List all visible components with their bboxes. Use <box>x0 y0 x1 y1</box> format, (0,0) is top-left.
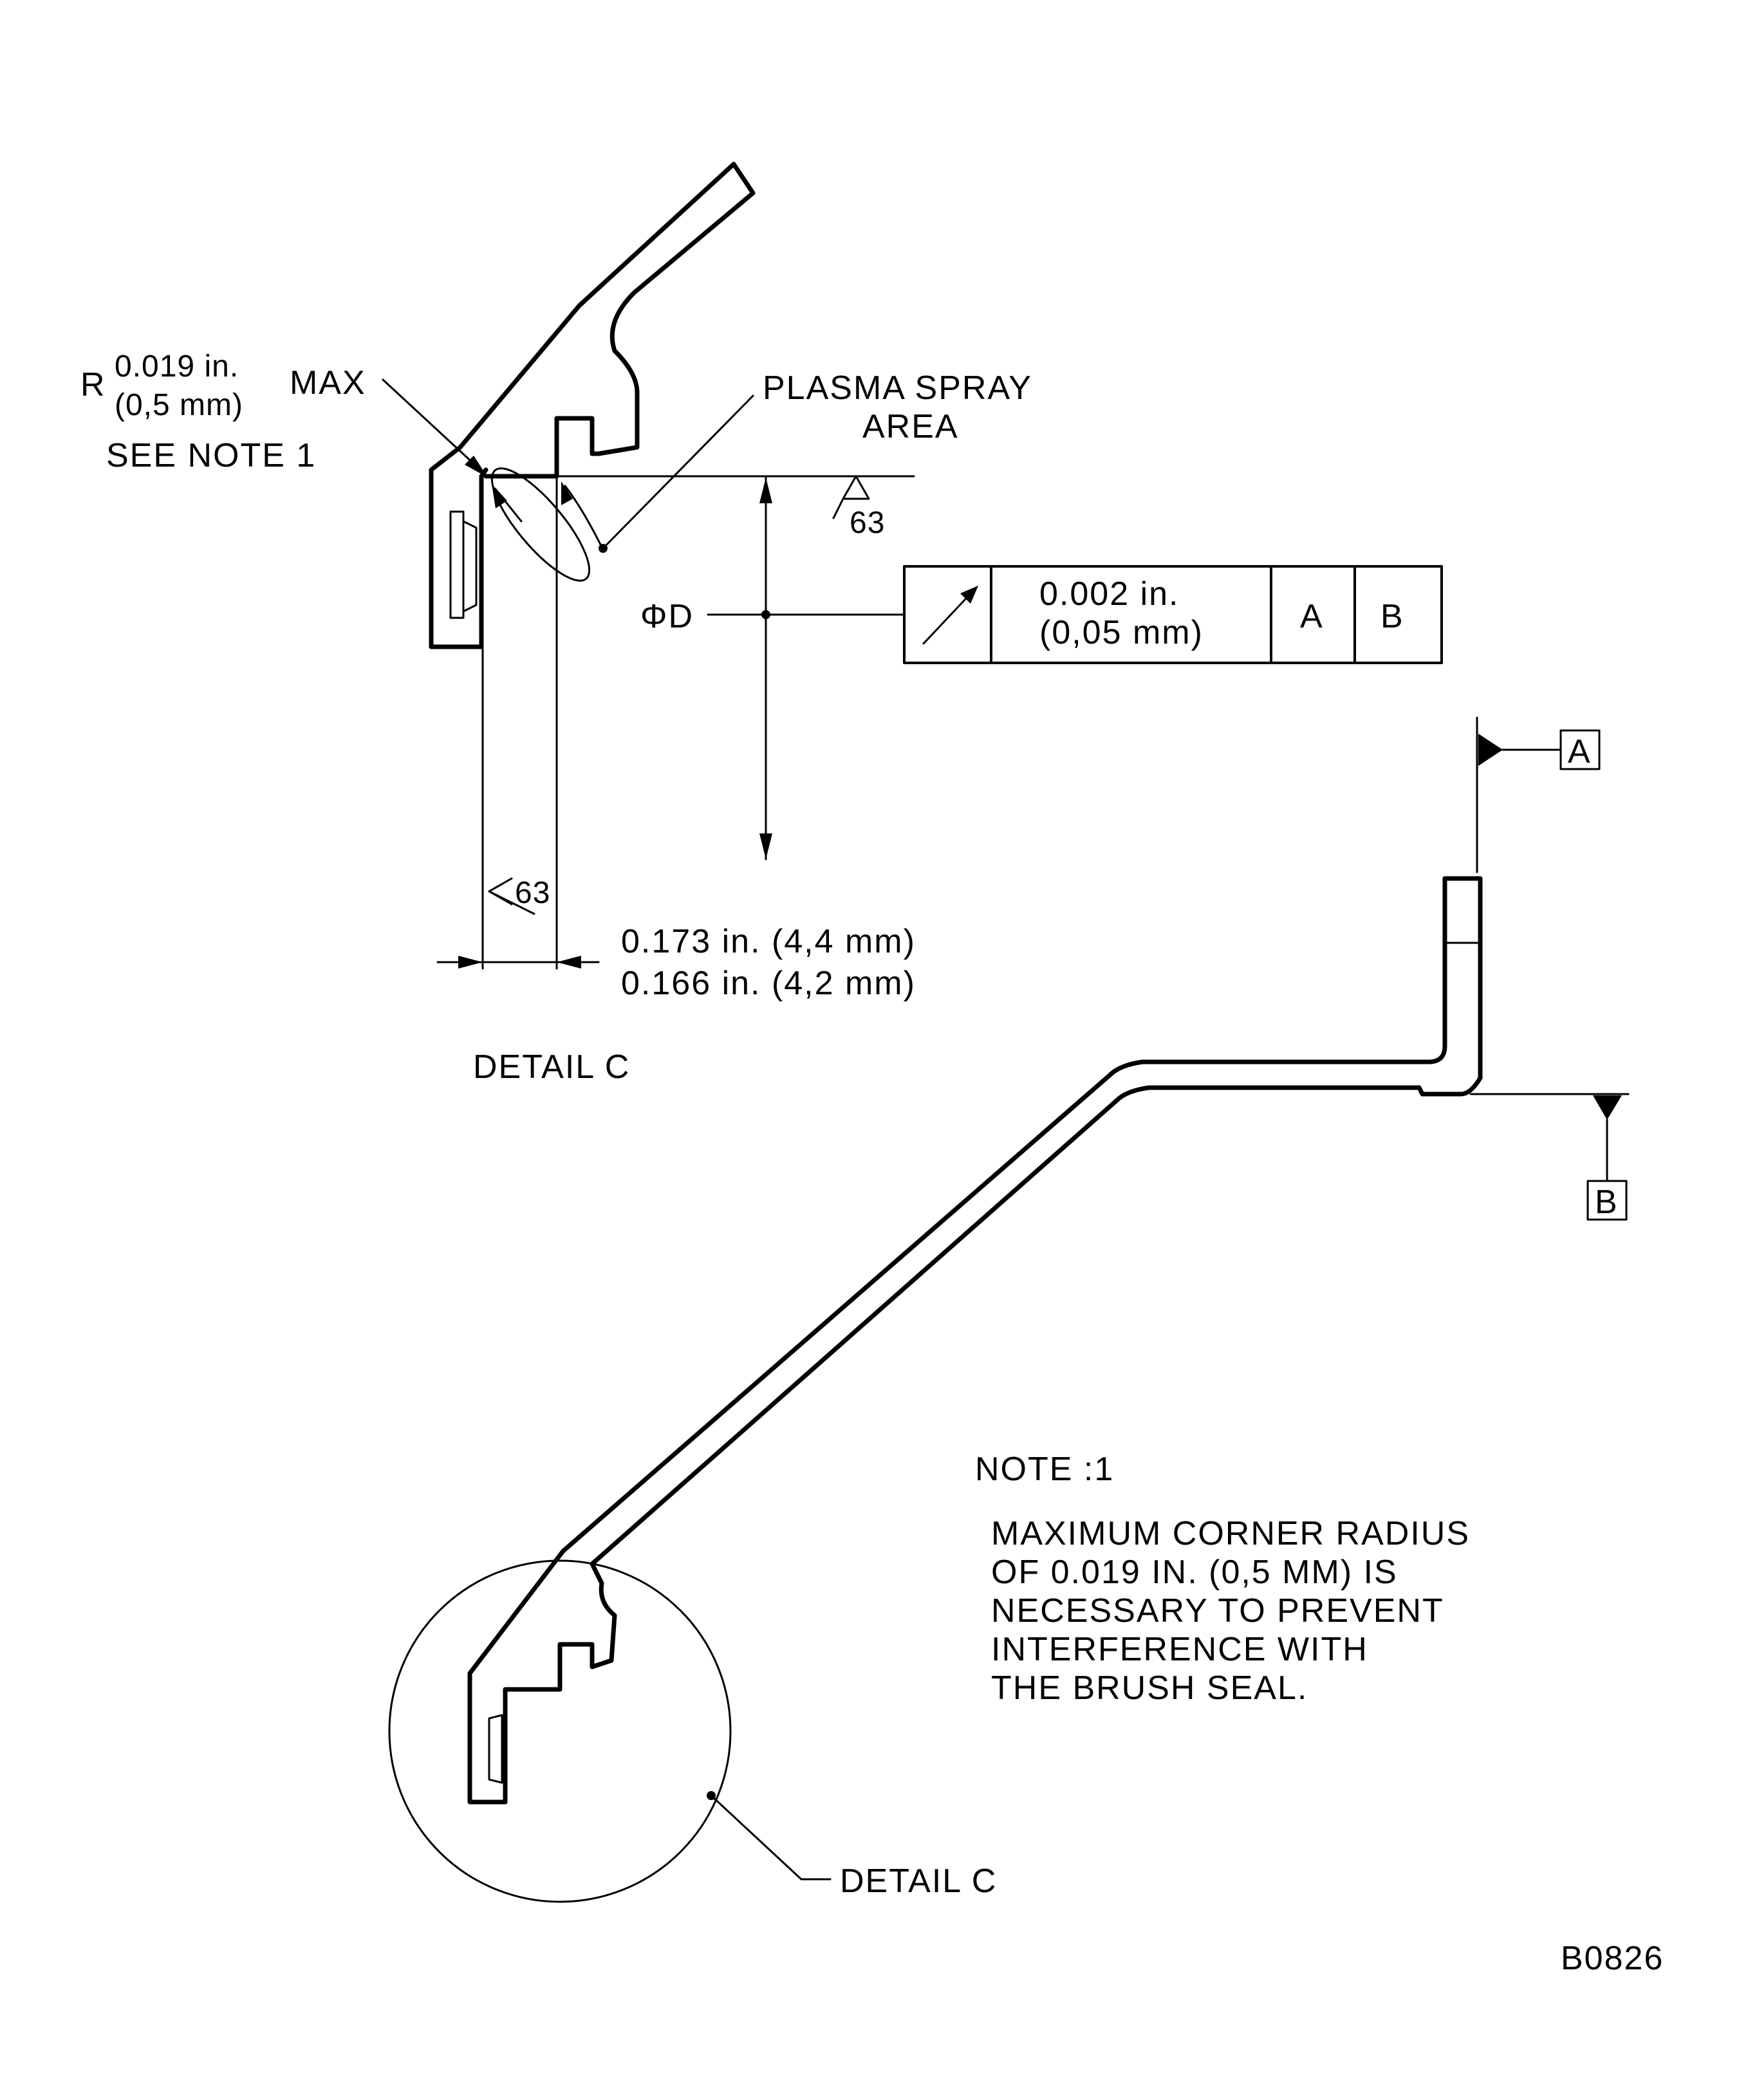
fcf-datum-b: B <box>1380 598 1404 635</box>
diameter-arrow-top <box>759 478 772 503</box>
radius-prefix: R <box>80 366 106 404</box>
break-line <box>731 162 756 196</box>
radius-value-mm: (0,5 mm) <box>115 388 243 422</box>
runout-arrow-icon <box>922 586 978 645</box>
detail-c-title: DETAIL C <box>473 1048 630 1086</box>
plasma-arrowhead-1 <box>561 481 573 505</box>
flange-inner <box>1108 876 1447 1077</box>
note-line-1: MAXIMUM CORNER RADIUS <box>991 1515 1470 1552</box>
fcf-tolerance-mm: (0,05 mm) <box>1039 614 1204 651</box>
diameter-arrow-bottom <box>759 833 772 859</box>
datum-b-symbol <box>1469 1093 1630 1221</box>
note-line-3: NECESSARY TO PREVENT <box>991 1592 1444 1630</box>
flange-vertical <box>1417 876 1483 1097</box>
datum-a-label: A <box>1568 733 1592 770</box>
surface-finish-top-value: 63 <box>850 506 885 540</box>
note-line-5: THE BRUSH SEAL. <box>991 1669 1308 1707</box>
plasma-leader <box>602 395 754 550</box>
datum-b-label: B <box>1595 1184 1619 1221</box>
radius-arrowhead <box>465 456 488 478</box>
surface-finish-side-icon <box>488 877 535 915</box>
dim-arrow-right <box>557 956 581 969</box>
plasma-arrowhead-2 <box>492 484 507 508</box>
feature-control-frame <box>903 565 1443 664</box>
part-outer-profile <box>429 162 736 649</box>
detail-part-outer <box>467 1548 617 1805</box>
diameter-label: ΦD <box>640 598 694 635</box>
radius-leader <box>382 378 487 476</box>
detail-part-seal <box>488 1714 503 1784</box>
dimension-value-2: 0.166 in. (4,2 mm) <box>621 965 916 1002</box>
arm-outer <box>561 1072 1113 1554</box>
radius-suffix: MAX <box>290 364 366 402</box>
seal-element <box>449 510 465 619</box>
detail-callout-label: DETAIL C <box>840 1863 997 1900</box>
full-part-view <box>467 876 1483 1805</box>
detail-c-enlarged-view <box>382 162 915 970</box>
note-heading: NOTE :1 <box>975 1451 1114 1488</box>
plasma-spray-label-2: AREA <box>862 408 959 445</box>
note-line-4: INTERFERENCE WITH <box>991 1631 1368 1668</box>
radius-value-in: 0.019 in. <box>115 349 239 384</box>
part-inner-profile <box>483 190 756 479</box>
surface-finish-top-icon <box>832 475 870 519</box>
fcf-border <box>903 565 1443 664</box>
plasma-spray-region <box>490 467 591 582</box>
plasma-arrow-1 <box>564 485 603 548</box>
detail-callout-leader <box>710 1794 832 1881</box>
fcf-tolerance-in: 0.002 in. <box>1039 575 1180 613</box>
datum-a-symbol <box>1476 716 1601 873</box>
plasma-spray-label-1: PLASMA SPRAY <box>763 369 1032 407</box>
detail-circle <box>388 1559 732 1903</box>
dimension-value-1: 0.173 in. (4,4 mm) <box>621 923 916 960</box>
figure-id: B0826 <box>1561 1940 1664 1977</box>
seal-bristles <box>462 520 478 613</box>
dim-arrow-left <box>458 956 483 969</box>
note-line-2: OF 0.019 IN. (0,5 MM) IS <box>991 1554 1398 1591</box>
see-note-label: SEE NOTE 1 <box>106 437 316 474</box>
diameter-leader-dot <box>761 610 770 619</box>
surface-finish-side-value: 63 <box>515 876 550 910</box>
arm-inner <box>590 1085 1422 1566</box>
fcf-datum-a: A <box>1300 598 1324 635</box>
